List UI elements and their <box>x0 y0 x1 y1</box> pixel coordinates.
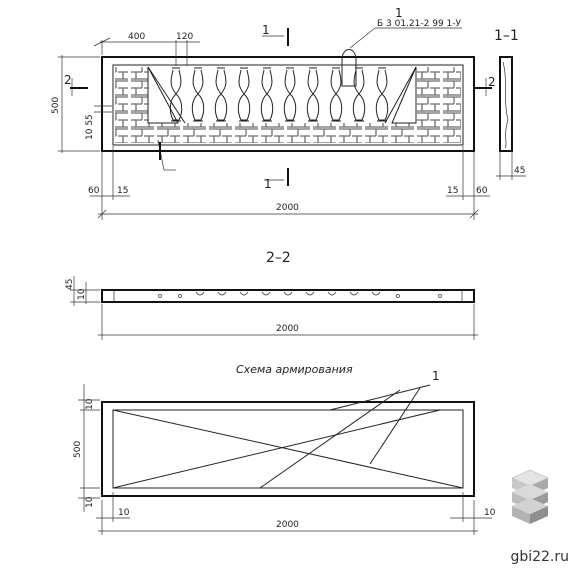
callout-1: 1 <box>395 6 403 20</box>
rein-dim-2000: 2000 <box>276 520 299 530</box>
opening-slope-right <box>391 66 417 124</box>
sec-dim-10: 10 <box>77 288 87 300</box>
dim-right-15: 15 <box>447 186 458 196</box>
section-2-2-title: 2–2 <box>266 250 291 266</box>
section-1-1-title: 1–1 <box>494 28 519 44</box>
rein-dim-10-right: 10 <box>484 508 496 518</box>
sec-dim-45: 45 <box>65 279 75 290</box>
dim-total-2000: 2000 <box>276 203 299 213</box>
opening-slope-left <box>147 66 179 124</box>
balusters <box>169 67 389 122</box>
panel-outline <box>101 56 475 152</box>
cut-1-top-label: 1 <box>262 23 270 37</box>
panel-inner-frame <box>112 64 464 146</box>
reinforcement-scheme: Схема армирования 1 10 500 10 1 <box>73 363 496 535</box>
baluster <box>237 67 251 122</box>
dim-120: 120 <box>176 32 193 42</box>
baluster <box>283 67 297 122</box>
rein-callout-1: 1 <box>432 369 440 383</box>
baluster <box>352 67 366 122</box>
rein-dim-10-top: 10 <box>85 398 95 410</box>
site-logo-icon <box>511 469 549 524</box>
dim-side-45: 45 <box>514 166 525 176</box>
top-dimensions <box>93 37 200 66</box>
front-view: 400 120 1 1 2 2 1 Б 3 01.21-2 99 1-У 500… <box>51 6 496 220</box>
rein-dim-500: 500 <box>73 441 83 458</box>
dim-10-55: 10 55 <box>85 114 95 140</box>
section-1-1: 1–1 45 <box>494 28 526 180</box>
cut-2-left-label: 2 <box>64 73 72 87</box>
baluster <box>214 67 228 122</box>
dim-400: 400 <box>128 32 145 42</box>
site-watermark: gbi22.ru <box>510 549 569 565</box>
baluster <box>260 67 274 122</box>
dim-left-60: 60 <box>88 186 100 196</box>
rein-title: Схема армирования <box>236 363 353 376</box>
lifting-loop <box>341 49 357 87</box>
baluster-opening <box>148 67 416 123</box>
baluster <box>306 67 320 122</box>
section-2-2: 2–2 45 10 2000 <box>65 250 478 340</box>
baluster <box>375 67 389 122</box>
sec-dim-2000: 2000 <box>276 324 299 334</box>
rein-dim-10-left: 10 <box>118 508 130 518</box>
baluster <box>329 67 343 122</box>
dim-height-500: 500 <box>51 97 61 114</box>
rein-dim-10-bottom: 10 <box>85 496 95 508</box>
product-code: Б 3 01.21-2 99 1-У <box>377 19 462 29</box>
cut-1-bottom-label: 1 <box>264 177 272 191</box>
dim-right-60: 60 <box>476 186 488 196</box>
cut-2-right-label: 2 <box>488 75 496 89</box>
baluster <box>169 67 183 122</box>
dim-left-15: 15 <box>117 186 128 196</box>
baluster <box>191 67 205 122</box>
